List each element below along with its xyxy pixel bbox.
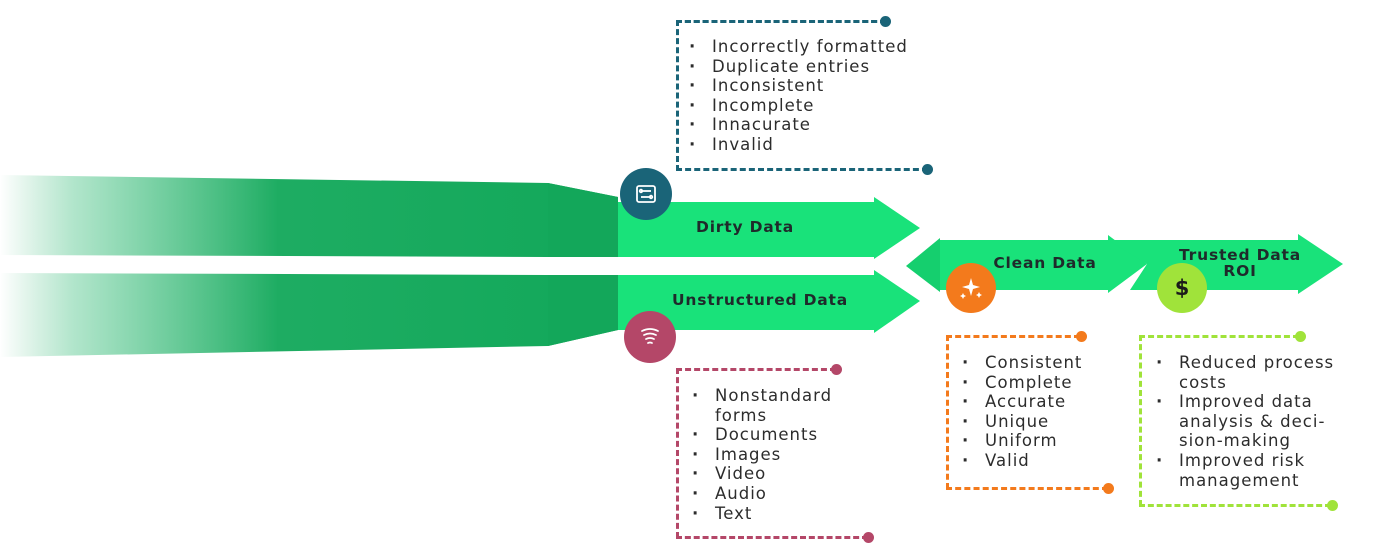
unstructured-data-box-top-line xyxy=(676,368,836,371)
dirty-stream xyxy=(0,175,618,257)
trusted-data-label: Trusted Data ROI xyxy=(1165,247,1315,280)
unstructured-data-list: Nonstandard formsDocumentsImagesVideoAud… xyxy=(688,386,848,523)
clean-list-item: Consistent xyxy=(958,353,1108,373)
trusted-list-item: Improved data analysis & deci-sion-makin… xyxy=(1152,392,1337,451)
trusted-list-item: Improved risk management xyxy=(1152,451,1337,490)
clean-data-box-top-line xyxy=(946,335,1080,338)
dirty-list-item: Invalid xyxy=(685,135,925,155)
dirty-data-box-bottom-line xyxy=(676,168,928,171)
clean-data-icon-badge xyxy=(946,263,996,313)
dirty-stream-bend xyxy=(548,183,618,257)
dollar-icon: $ xyxy=(1174,276,1190,300)
clean-data-box-bottom-line xyxy=(946,487,1108,490)
unstructured-stream-bend xyxy=(548,275,618,346)
trusted-data-box-top-line xyxy=(1139,335,1299,338)
unstructured-stream xyxy=(0,273,618,357)
unstructured-list-item: Video xyxy=(688,464,848,484)
trusted-list-item: Reduced process costs xyxy=(1152,353,1337,392)
trusted-data-box-dot-bottom xyxy=(1327,500,1338,511)
clean-data-label: Clean Data xyxy=(993,254,1097,272)
dirty-data-box-dot-bottom xyxy=(922,164,933,175)
unstructured-data-icon-badge xyxy=(624,311,676,363)
dirty-data-box-top-line xyxy=(676,20,886,23)
trusted-data-label-line2: ROI xyxy=(1223,262,1257,281)
unstructured-data-box-bottom-line xyxy=(676,536,868,539)
dirty-data-arrow xyxy=(618,197,920,259)
unstructured-list-item: Images xyxy=(688,445,848,465)
unstructured-data-box-left-line xyxy=(676,368,679,538)
trusted-data-label-line1: Trusted Data xyxy=(1179,246,1301,264)
dirty-list-item: Incomplete xyxy=(685,96,925,116)
clean-list-item: Unique xyxy=(958,412,1108,432)
unstructured-data-box-dot-bottom xyxy=(863,532,874,543)
unstructured-list-item: Text xyxy=(688,504,848,524)
clean-data-box-left-line xyxy=(946,335,949,489)
dirty-list-item: Inconsistent xyxy=(685,76,925,96)
unstructured-data-label: Unstructured Data xyxy=(671,291,848,309)
clean-data-box-dot-bottom xyxy=(1103,483,1114,494)
clean-data-list: ConsistentCompleteAccurateUniqueUniformV… xyxy=(958,353,1108,471)
dirty-list-item: Innacurate xyxy=(685,115,925,135)
trusted-data-box-left-line xyxy=(1139,335,1142,506)
clean-list-item: Uniform xyxy=(958,431,1108,451)
clean-list-item: Complete xyxy=(958,373,1108,393)
trusted-data-box-bottom-line xyxy=(1139,504,1331,507)
unstructured-list-item: Nonstandard forms xyxy=(688,386,848,425)
dirty-list-item: Incorrectly formatted xyxy=(685,37,925,57)
unstructured-list-item: Audio xyxy=(688,484,848,504)
trusted-data-icon-badge: $ xyxy=(1157,263,1207,313)
unstructured-data-box-dot-top xyxy=(831,364,842,375)
circuit-icon xyxy=(636,185,656,203)
tornado-icon xyxy=(641,328,659,344)
clean-list-item: Valid xyxy=(958,451,1108,471)
trusted-data-list: Reduced process costsImproved data analy… xyxy=(1152,353,1337,490)
dirty-data-list: Incorrectly formattedDuplicate entriesIn… xyxy=(685,37,925,155)
clean-list-item: Accurate xyxy=(958,392,1108,412)
unstructured-list-item: Documents xyxy=(688,425,848,445)
dirty-data-icon-badge xyxy=(620,168,672,220)
merge-wedge xyxy=(906,238,940,292)
clean-data-box-dot-top xyxy=(1076,331,1087,342)
dirty-data-box-dot-top xyxy=(880,16,891,27)
sparkle-icon xyxy=(960,278,982,299)
unstructured-data-arrow xyxy=(618,270,920,333)
trusted-data-box-dot-top xyxy=(1295,331,1306,342)
dirty-list-item: Duplicate entries xyxy=(685,57,925,77)
dirty-data-label: Dirty Data xyxy=(696,218,794,236)
